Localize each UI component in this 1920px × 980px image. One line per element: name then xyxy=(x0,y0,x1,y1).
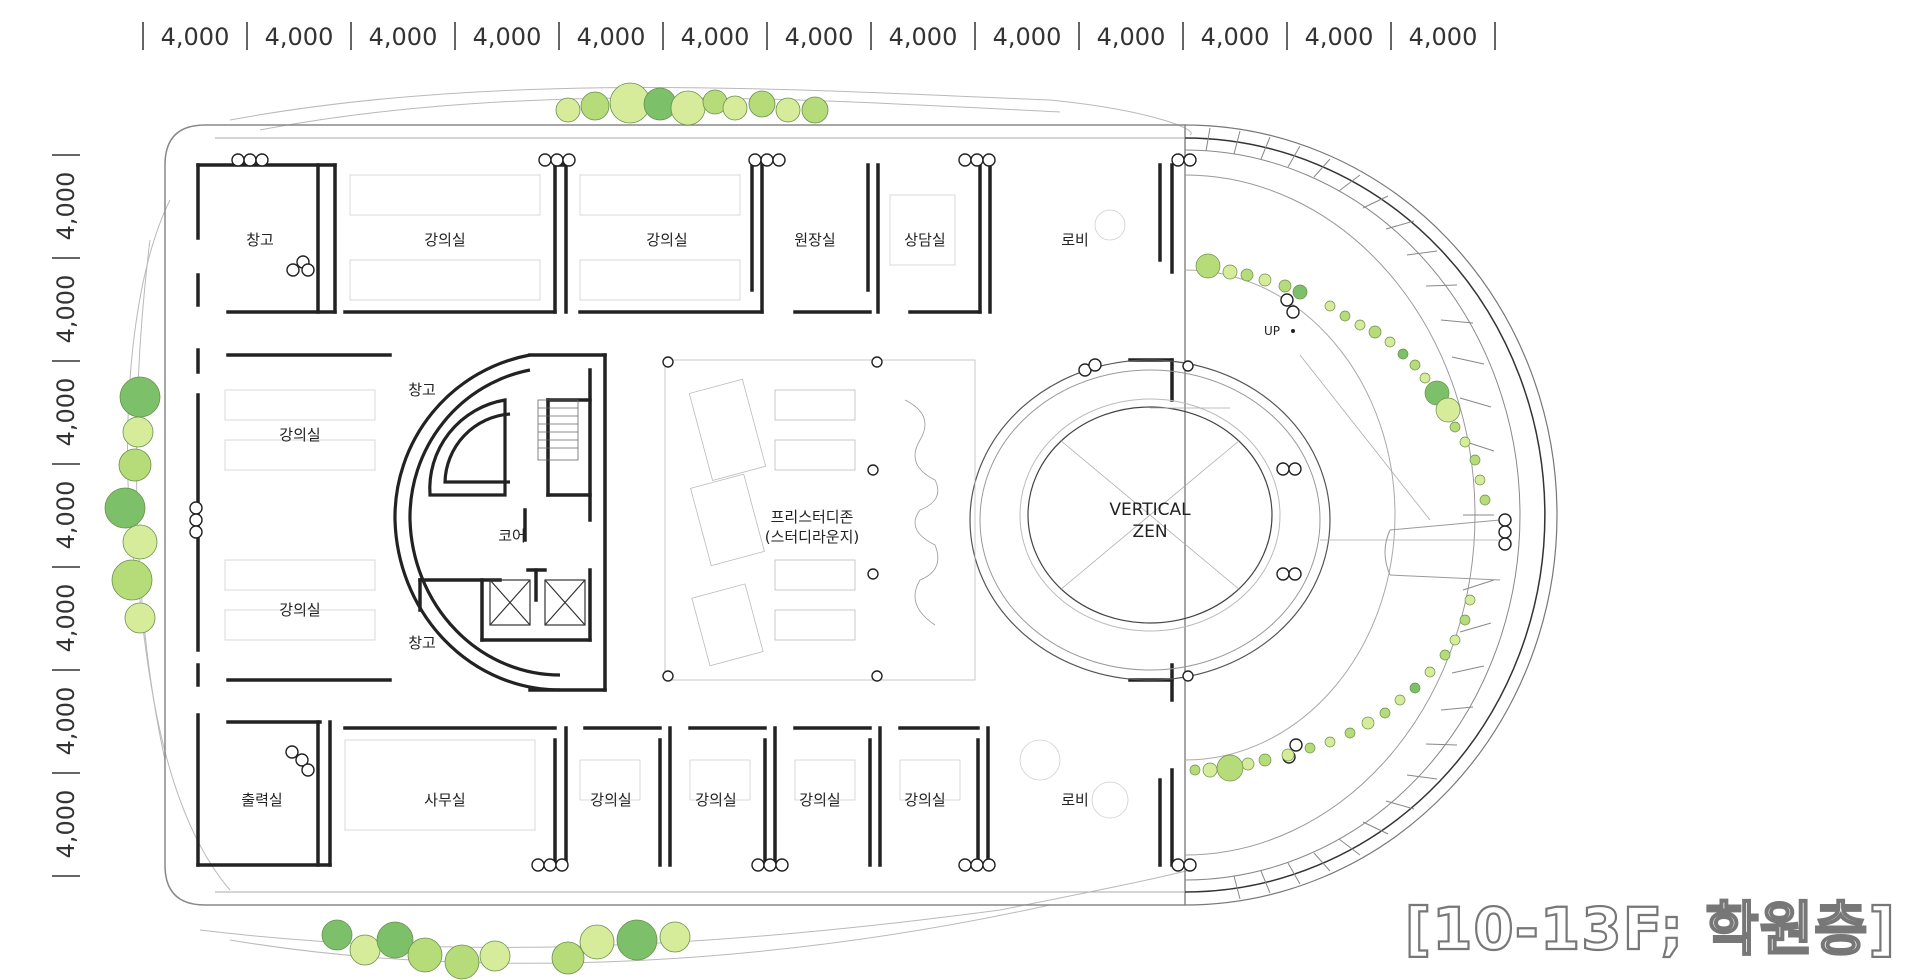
top-dim-label: 4,000 xyxy=(1305,23,1374,51)
top-dim-label: 4,000 xyxy=(889,23,958,51)
top-dim-label: 4,000 xyxy=(473,23,542,51)
top-dim-label: 4,000 xyxy=(161,23,230,51)
top-dim-label: 4,000 xyxy=(1097,23,1166,51)
column-markers xyxy=(189,153,1512,872)
label-vertical: VERTICAL xyxy=(1109,500,1191,520)
label-lecture-bottom-1: 강의실 xyxy=(590,791,631,809)
label-director: 원장실 xyxy=(794,231,835,249)
label-lobby-bottom: 로비 xyxy=(1061,791,1089,809)
atrium xyxy=(969,354,1500,681)
desk-grid xyxy=(688,378,856,667)
label-lecture-top-1: 강의실 xyxy=(424,231,465,249)
left-dim-label: 4,000 xyxy=(52,584,80,653)
label-lecture-left-1: 강의실 xyxy=(279,426,320,444)
label-lecture-bottom-4: 강의실 xyxy=(904,791,945,809)
interior-walls xyxy=(196,163,1174,867)
label-core: 코어 xyxy=(498,527,526,545)
top-dim-label: 4,000 xyxy=(681,23,750,51)
label-lecture-bottom-2: 강의실 xyxy=(695,791,736,809)
top-dim-label: 4,000 xyxy=(1409,23,1478,51)
left-dim-label: 4,000 xyxy=(52,790,80,859)
room-labels: 창고 강의실 강의실 원장실 상담실 로비 강의실 강의실 창고 창고 코어 프… xyxy=(241,231,1280,809)
stair xyxy=(537,399,579,461)
building-shell xyxy=(164,124,1558,906)
label-lecture-left-2: 강의실 xyxy=(279,601,320,619)
label-office: 사무실 xyxy=(424,791,465,809)
top-dimension-row xyxy=(142,22,1496,50)
label-storage-top: 창고 xyxy=(246,231,274,249)
left-dim-label: 4,000 xyxy=(52,481,80,550)
label-lobby-top: 로비 xyxy=(1061,231,1089,249)
left-dim-label: 4,000 xyxy=(52,275,80,344)
core-curves xyxy=(393,353,561,692)
label-study-lounge: (스터디라운지) xyxy=(765,528,860,546)
top-dim-label: 4,000 xyxy=(265,23,334,51)
elevators xyxy=(489,579,586,626)
terrace-walkway xyxy=(1384,519,1501,581)
left-dim-label: 4,000 xyxy=(52,172,80,241)
left-dim-label: 4,000 xyxy=(52,687,80,756)
label-lecture-bottom-3: 강의실 xyxy=(799,791,840,809)
top-dim-label: 4,000 xyxy=(785,23,854,51)
label-counsel: 상담실 xyxy=(904,231,945,249)
label-storage-core-bottom: 창고 xyxy=(408,634,436,652)
label-study-zone: 프리스터디존 xyxy=(771,508,854,526)
room-furniture xyxy=(224,174,1129,831)
up-marker-icon xyxy=(1291,329,1295,333)
left-dim-label: 4,000 xyxy=(52,378,80,447)
label-zen: ZEN xyxy=(1132,522,1167,542)
study-zone xyxy=(664,359,976,681)
top-dim-label: 4,000 xyxy=(369,23,438,51)
label-storage-core-top: 창고 xyxy=(408,381,436,399)
terrace-deck xyxy=(1205,127,1495,900)
landscape-trees xyxy=(104,82,829,980)
label-lecture-top-2: 강의실 xyxy=(646,231,687,249)
label-up: UP xyxy=(1264,324,1280,338)
planter-trees xyxy=(1189,253,1491,782)
label-print: 출력실 xyxy=(241,791,282,809)
top-dim-label: 4,000 xyxy=(1201,23,1270,51)
top-dim-label: 4,000 xyxy=(993,23,1062,51)
top-dim-label: 4,000 xyxy=(577,23,646,51)
floor-title: [10-13F; 학원층] xyxy=(1403,894,1896,964)
left-dimension-column xyxy=(52,154,80,877)
